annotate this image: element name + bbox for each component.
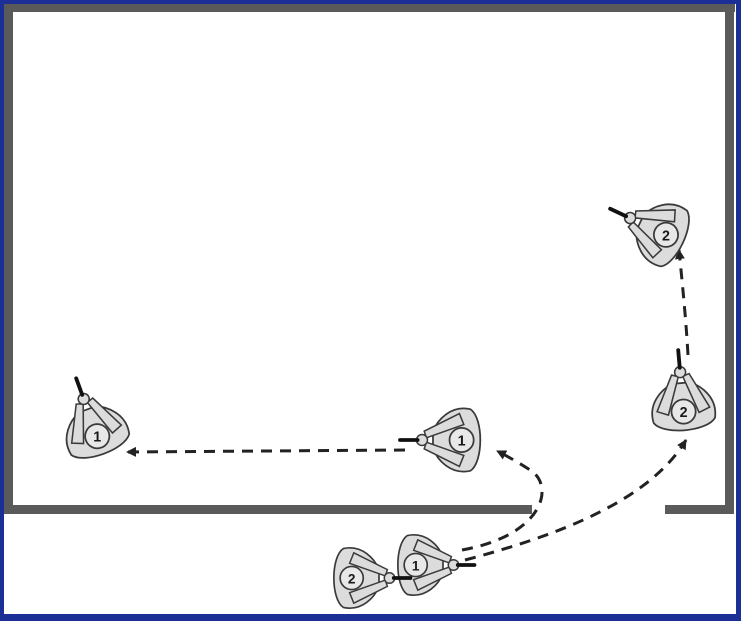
officer-head [84, 423, 111, 450]
officer-number: 2 [680, 405, 688, 421]
weapon-icon [74, 376, 85, 397]
right-wall [725, 4, 734, 514]
path-2-entry [464, 439, 688, 562]
officer-2-mid: 2 [651, 348, 717, 432]
officer-head [670, 398, 697, 425]
top-wall [4, 4, 735, 12]
bottom-wall-left [4, 505, 532, 514]
officer-1-final: 1 [65, 376, 131, 459]
officers: 1 2 1 1 2 2 [65, 203, 717, 609]
room-walls [4, 4, 735, 514]
officer-number: 1 [458, 434, 466, 450]
officer-2-entry: 2 [333, 547, 413, 609]
officer-1-entry: 1 [397, 534, 477, 596]
officer-head [448, 427, 475, 453]
officer-number: 2 [662, 228, 670, 244]
canvas [4, 4, 736, 614]
officer-1-mid: 1 [398, 407, 482, 473]
weapon-icon [676, 348, 682, 370]
bottom-wall-right [665, 505, 734, 514]
officer-number: 1 [412, 558, 420, 573]
officer-2-final: 2 [608, 203, 690, 268]
path-2-advance [674, 249, 690, 356]
officer-head [403, 552, 429, 578]
path-1-entry [461, 449, 544, 552]
officer-number: 2 [348, 571, 356, 586]
officer-head [339, 565, 365, 591]
officer-number: 1 [93, 430, 101, 446]
weapon-icon [608, 206, 629, 219]
movement-paths [126, 249, 690, 562]
officer-head [653, 221, 679, 248]
path-1-button-hook [126, 446, 406, 457]
left-wall [4, 4, 13, 514]
